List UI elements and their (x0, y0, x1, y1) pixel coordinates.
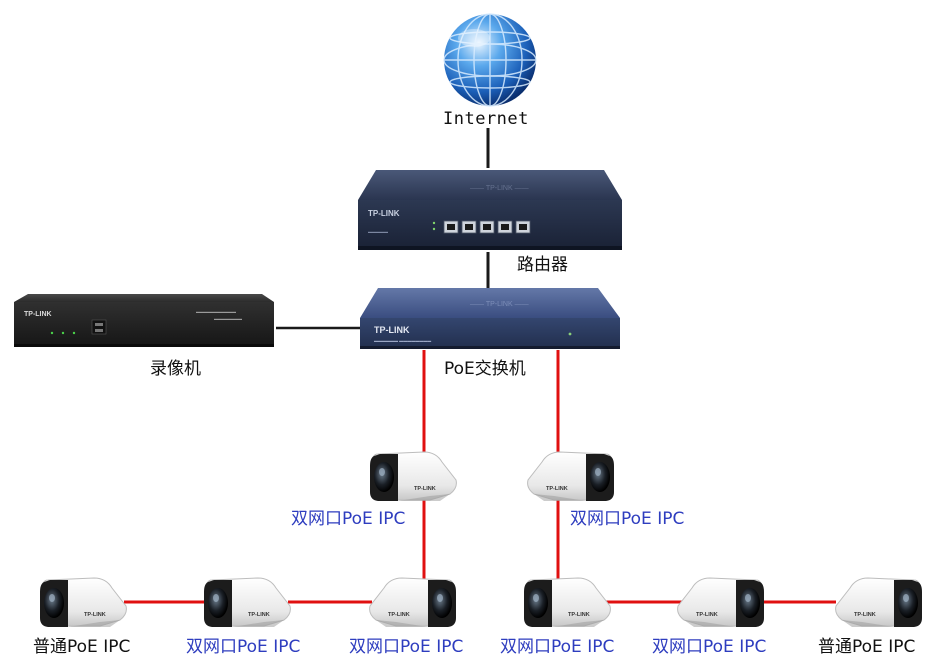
camera-mid-right-label: 双网口PoE IPC (570, 509, 685, 529)
camera-bottom-4-label: 双网口PoE IPC (500, 637, 615, 657)
svg-text:▬▬▬▬▬▬ ▬▬▬▬▬▬▬▬: ▬▬▬▬▬▬ ▬▬▬▬▬▬▬▬ (374, 338, 431, 343)
camera-bottom-6-label: 普通PoE IPC (818, 637, 916, 657)
router-device: TP-LINK ▬▬▬▬▬ —— TP-LINK —— (358, 170, 622, 250)
camera-bottom-3-label: 双网口PoE IPC (349, 637, 464, 657)
nvr-brand: TP-LINK (24, 311, 52, 318)
camera-bottom-1-label: 普通PoE IPC (33, 637, 131, 657)
camera-mid-left-label: 双网口PoE IPC (291, 509, 406, 529)
internet-globe-icon (443, 13, 537, 107)
camera-bottom-1-icon (39, 577, 127, 628)
svg-text:TP-LINK: TP-LINK (368, 209, 400, 218)
camera-mid-left-icon (369, 451, 457, 502)
camera-bottom-2-label: 双网口PoE IPC (186, 637, 301, 657)
router-label: 路由器 (517, 255, 568, 275)
switch-brand: TP-LINK (374, 325, 410, 335)
svg-text:▬▬▬▬▬▬▬▬▬▬: ▬▬▬▬▬▬▬▬▬▬ (196, 309, 236, 314)
camera-bottom-3-icon (369, 577, 457, 628)
camera-mid-right-icon (527, 451, 615, 502)
svg-text:—— TP-LINK ——: —— TP-LINK —— (470, 301, 529, 308)
svg-text:▬▬▬▬▬▬▬: ▬▬▬▬▬▬▬ (214, 316, 242, 321)
camera-bottom-2-icon (203, 577, 291, 628)
camera-bottom-5-icon (677, 577, 765, 628)
poe-switch-label: PoE交换机 (444, 359, 526, 379)
svg-text:▬▬▬▬▬: ▬▬▬▬▬ (368, 229, 388, 234)
nvr-device: TP-LINK ▬▬▬▬▬▬▬▬▬▬ ▬▬▬▬▬▬▬ (14, 294, 274, 347)
nvr-label: 录像机 (150, 359, 201, 379)
links (124, 128, 836, 604)
camera-bottom-5-label: 双网口PoE IPC (652, 637, 767, 657)
svg-text:—— TP-LINK ——: —— TP-LINK —— (470, 185, 529, 192)
internet-label: Internet (443, 109, 529, 129)
camera-bottom-4-icon (523, 577, 611, 628)
poe-switch-device: —— TP-LINK —— TP-LINK ▬▬▬▬▬▬ ▬▬▬▬▬▬▬▬ (360, 288, 620, 349)
camera-bottom-6-icon (835, 577, 923, 628)
